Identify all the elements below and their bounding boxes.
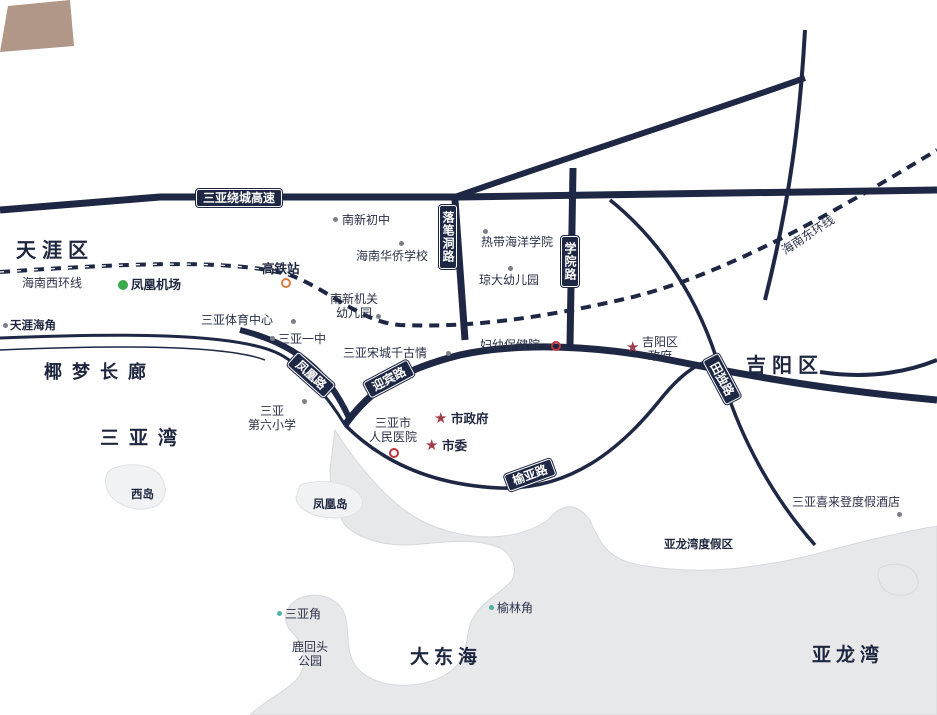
poi-luhuitou-line2: 公园 (298, 654, 323, 668)
label-dadonghai: 大东海 (410, 646, 483, 668)
project-name-1: 君和 (397, 286, 434, 305)
poi-tropical-ocean[interactable]: 热带海洋学院 (481, 235, 554, 249)
poi-nanxin-kinder[interactable]: 南新机关 幼儿园 (330, 292, 378, 320)
coast-island-west (105, 464, 166, 510)
poi-hospital[interactable]: 三亚市 人民医院 (369, 416, 417, 444)
poi-jiyang-gov[interactable]: 吉阳区 政府 (642, 335, 678, 363)
poi-fenghuang-airport[interactable]: 凤凰机场 (131, 277, 182, 292)
poi-dot-tropical-ocean (483, 229, 488, 234)
district-tianya: 天涯区 (16, 238, 94, 262)
poi-dot-sanya-no6 (302, 399, 307, 404)
poi-jiyang-gov-line1: 吉阳区 (642, 335, 679, 349)
label-sanya-bay: 三亚湾 (100, 427, 188, 449)
road-tag-xueyuan: 学院路 (561, 236, 579, 287)
poi-dot-nanxin-kinder (376, 314, 381, 319)
poi-high-speed-rail[interactable]: 高铁站 (262, 261, 300, 276)
poi-hainan-huaqiao[interactable]: 海南华侨学校 (356, 249, 429, 263)
east-road (819, 358, 937, 377)
poi-hospital-line1: 三亚市 (375, 416, 412, 430)
poi-hotel[interactable]: 三亚喜来登度假酒店 (792, 495, 901, 509)
hospital-cross-icon (389, 448, 399, 458)
project-name-2: 君泰 (397, 305, 434, 324)
poi-qiongda-kinder[interactable]: 琼大幼儿园 (479, 273, 540, 287)
poi-nanxin-kinder-line2: 幼儿园 (336, 306, 373, 320)
airplane-icon (118, 280, 128, 290)
poi-party-committee[interactable]: 市委 (442, 438, 468, 453)
poi-dot-sports-center (291, 319, 296, 324)
district-jiyang: 吉阳区 (746, 353, 824, 377)
hospital-cross-icon (551, 341, 561, 351)
poi-songcheng[interactable]: 三亚宋城千古情 (343, 346, 428, 360)
poi-xidao[interactable]: 西岛 (131, 487, 154, 501)
poi-dot-nanxin-middle (333, 217, 338, 222)
star-icon: ★ (425, 436, 439, 454)
road-tag-ring-expressway: 三亚绕城高速 (196, 189, 283, 207)
ring-expressway-line (0, 186, 937, 214)
coast-land-peninsula (249, 428, 937, 715)
label-coconut-dream-corridor: 椰梦长廊 (44, 362, 156, 383)
poi-luhuitou[interactable]: 鹿回头 公园 (292, 640, 328, 668)
poi-dot-songcheng (446, 351, 451, 356)
poi-sports-center[interactable]: 三亚体育中心 (201, 313, 274, 327)
poi-sanya-no6-line2: 第六小学 (248, 418, 297, 432)
label-yalong-bay: 亚龙湾 (812, 644, 885, 666)
poi-yalong-resort[interactable]: 亚龙湾度假区 (664, 537, 733, 551)
poi-dot-qiongda (508, 266, 513, 271)
poi-sanya-no1[interactable]: 三亚一中 (278, 332, 327, 346)
poi-dot-sanya-no1 (270, 336, 275, 341)
poi-city-gov[interactable]: 市政府 (451, 411, 489, 426)
project-block[interactable] (0, 0, 76, 52)
poi-luhuitou-line1: 鹿回头 (292, 640, 329, 654)
road-tag-luobidong: 落笔洞路 (439, 205, 457, 269)
poi-dot-hotel (897, 512, 902, 517)
coast-island-east (877, 563, 919, 596)
train-station-icon (281, 278, 291, 288)
poi-dot-sanya-jiao (277, 611, 282, 616)
poi-nanxin-kinder-line1: 南新机关 (330, 292, 379, 306)
poi-jiyang-gov-line2: 政府 (648, 349, 673, 363)
poi-sanya-no6[interactable]: 三亚 第六小学 (248, 404, 296, 432)
poi-dot-yulin-jiao (489, 605, 494, 610)
railway-line (0, 148, 937, 328)
tianjiu-road-north (763, 29, 807, 301)
road-label-hainan-west-ring: 海南西环线 (22, 276, 83, 290)
poi-maternity[interactable]: 妇幼保健院 (480, 338, 541, 352)
star-icon: ★ (434, 409, 448, 427)
poi-dot-huaqiao (399, 241, 404, 246)
poi-hospital-line2: 人民医院 (369, 430, 418, 444)
poi-tianya-haijiao[interactable]: 天涯海角 (10, 318, 56, 332)
coastal-road-lower (0, 346, 266, 361)
poi-nanxin-middle[interactable]: 南新初中 (342, 213, 391, 227)
project-label[interactable]: 君和 君泰 (397, 286, 433, 324)
poi-sanya-jiao[interactable]: 三亚角 (285, 607, 322, 621)
expressway-branch-ne (454, 75, 806, 200)
star-icon: ★ (626, 338, 640, 356)
poi-fenghuang-island[interactable]: 凤凰岛 (313, 497, 348, 511)
coast-island-fenghuang (295, 481, 363, 519)
poi-sanya-no6-line1: 三亚 (260, 404, 285, 418)
poi-dot-tianya-haijiao (3, 323, 8, 328)
poi-yulin-jiao[interactable]: 榆林角 (497, 601, 534, 615)
yuya-road-line (343, 358, 711, 490)
